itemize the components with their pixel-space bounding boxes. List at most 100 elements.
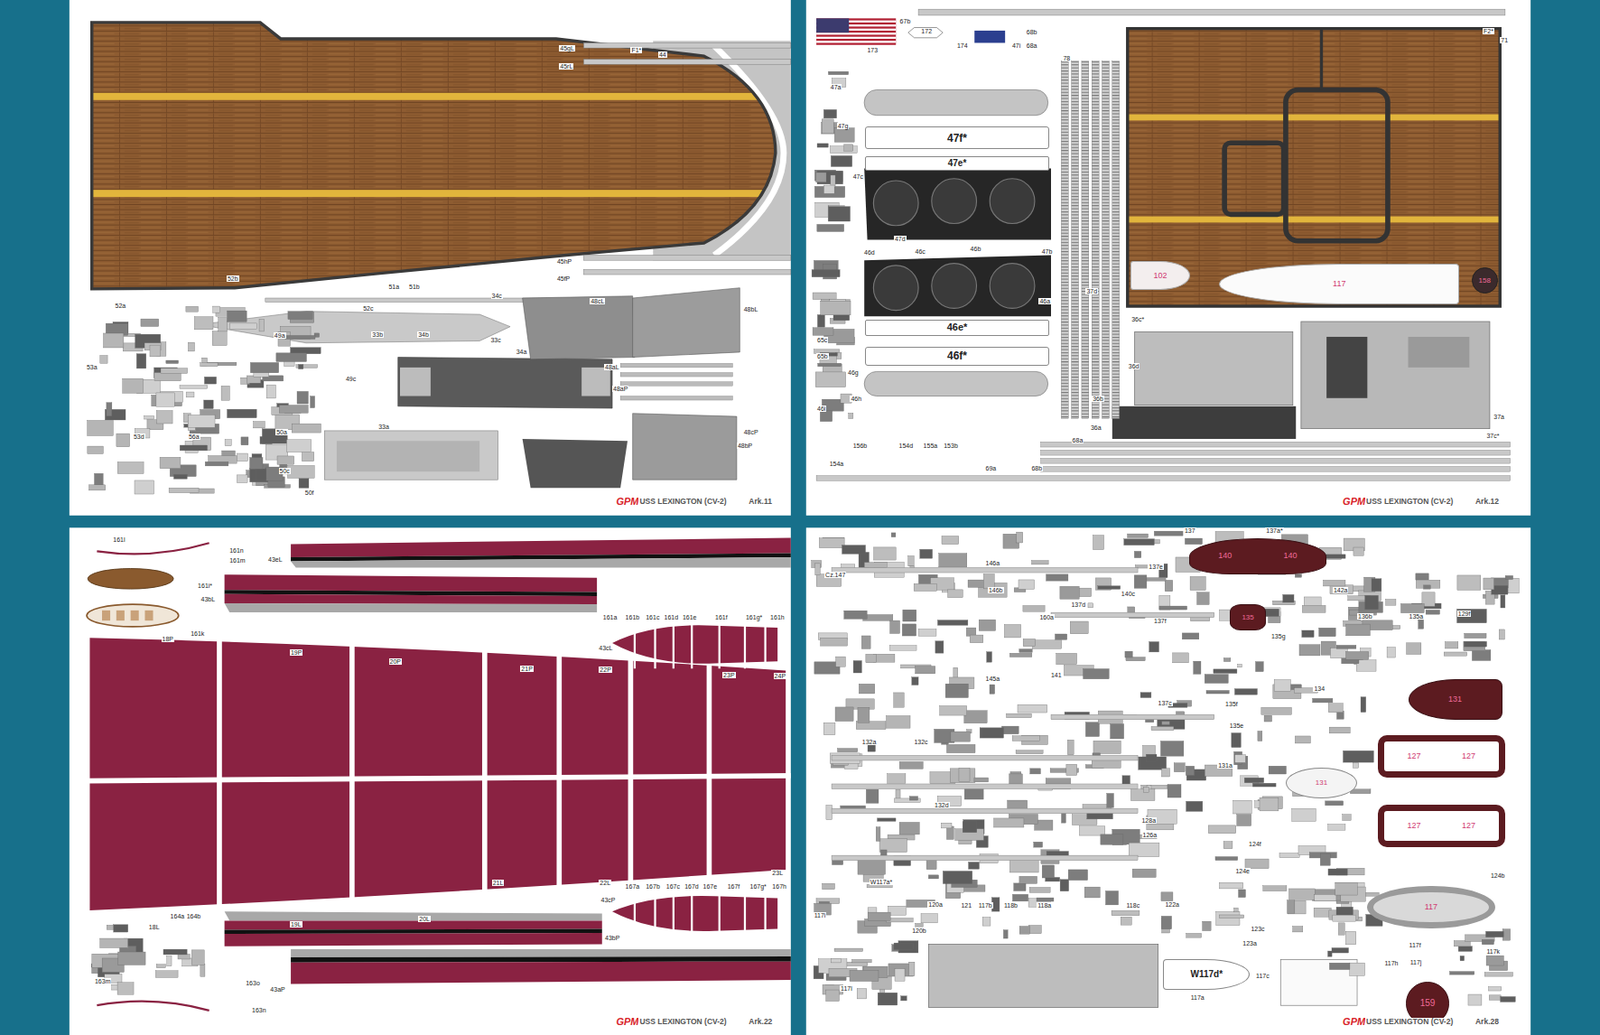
- sheet-art: [1110, 724, 1125, 739]
- sheet-art: [136, 353, 146, 369]
- sheet-art: [836, 656, 847, 667]
- sheet-art: [1235, 754, 1247, 763]
- sheet-art: [1161, 915, 1172, 929]
- part-label: 137c: [1157, 699, 1173, 707]
- part-label: 68a: [1071, 437, 1085, 444]
- sheet-art: [173, 474, 187, 479]
- sheet-art: [901, 995, 908, 1001]
- sheet-art: [1268, 765, 1286, 774]
- sheet-art: [1326, 336, 1368, 399]
- sheet-art: [1041, 449, 1511, 456]
- part-label: 118c: [1125, 902, 1142, 909]
- sheet-art: [1460, 955, 1465, 960]
- part-label: 49a: [273, 332, 287, 339]
- part-outline: 46e*: [865, 319, 1049, 336]
- sheet-art: [834, 948, 864, 951]
- sheet-art: [1127, 533, 1149, 538]
- sheet-art: [187, 414, 215, 428]
- sheet-art: [864, 89, 1048, 115]
- sheet-art: [1100, 834, 1124, 845]
- sheet-art: [1449, 971, 1474, 975]
- sheet-art: [583, 255, 791, 261]
- part-label: 123a: [1241, 939, 1258, 947]
- sheet-art: [186, 391, 195, 398]
- part-label: 67b: [899, 18, 912, 25]
- sheet-art: [620, 396, 733, 401]
- sheet-art: [1127, 216, 1500, 224]
- sheet-art: [1172, 652, 1190, 663]
- sheet-art: [941, 535, 959, 544]
- part-label: 142a: [1332, 586, 1349, 594]
- part-label: 163n: [251, 1006, 268, 1014]
- sheet-art: [1330, 647, 1348, 658]
- sheet-art: [1012, 893, 1028, 902]
- sheet-art: [1498, 629, 1505, 640]
- sheet-art: [823, 109, 837, 118]
- part-label: 50c: [279, 467, 291, 475]
- part-label: 23P: [722, 671, 735, 679]
- sheet-art: [1184, 538, 1202, 545]
- sheet-art: [815, 372, 846, 388]
- sheet-art: [1264, 715, 1273, 722]
- sheet-art: [920, 548, 933, 559]
- sheet-art: [1328, 703, 1343, 713]
- sheet-art: [310, 396, 316, 409]
- part-label: 44: [658, 51, 668, 58]
- sheet-art: [816, 32, 896, 35]
- part-label: 161m: [228, 557, 247, 564]
- sheet-footer: Ark.22: [747, 1017, 773, 1026]
- sheet-art: [1312, 697, 1333, 703]
- sheet-art: [1302, 630, 1314, 638]
- sheet-art: [1288, 888, 1315, 900]
- sheet-art: [1016, 531, 1024, 543]
- part-outline: 47f*: [865, 126, 1049, 149]
- sheet-art: [1257, 730, 1263, 741]
- sheet-art: [633, 890, 636, 938]
- sheet-art: [144, 610, 153, 621]
- sheet-art: [820, 300, 851, 316]
- sheet-art: [1320, 853, 1331, 866]
- sheet-footer: GPM: [1341, 496, 1367, 507]
- sheet-art: [1193, 660, 1201, 674]
- sheet-art: [581, 367, 611, 397]
- sheet-art: [1468, 994, 1482, 1005]
- sheet-art: [212, 331, 227, 346]
- part-label: 21L: [492, 879, 505, 886]
- part-label: 68a: [1025, 42, 1039, 49]
- sheet-art: [837, 748, 857, 753]
- sheet-art: [1023, 604, 1045, 612]
- sheet-art: [1483, 577, 1495, 590]
- part-label: 23L: [771, 869, 784, 876]
- sheet-art: [1224, 142, 1284, 214]
- part-label: 78: [1061, 55, 1071, 62]
- sheet-art: [1130, 789, 1155, 801]
- sheet-art: [87, 446, 104, 454]
- sheet-art: [1484, 972, 1513, 977]
- sheet-art: [632, 413, 737, 480]
- sheet-art: [822, 883, 836, 889]
- sheet-art: [140, 318, 159, 326]
- sheet-art: [583, 269, 791, 275]
- part-label: 46b: [969, 245, 983, 252]
- part-number: W117d*: [1190, 969, 1224, 979]
- sheet-art: [87, 61, 1520, 1005]
- sheet-art: [398, 357, 613, 410]
- sheet-art: [864, 562, 887, 568]
- part-label: 124b: [1489, 872, 1507, 879]
- sheet-art: [1029, 924, 1042, 933]
- sheet-art: [1186, 932, 1202, 938]
- sheet-art: [191, 949, 205, 965]
- sheet-art: [1161, 892, 1173, 902]
- sheet-footer: USS LEXINGTON (CV-2): [638, 1017, 727, 1026]
- sheet-art: [1084, 886, 1100, 898]
- sheet-art: [1204, 674, 1228, 684]
- part-label: 33b: [371, 331, 384, 338]
- part-label: W117a*: [869, 878, 894, 885]
- sheet-art: [89, 484, 106, 491]
- sheet-art: [1208, 825, 1237, 834]
- sheet-art: [336, 440, 480, 472]
- sheet-art: [1237, 814, 1252, 827]
- part-label: 118a: [1036, 902, 1052, 909]
- sheet-art: [1167, 784, 1182, 799]
- part-label: 163o: [244, 979, 261, 987]
